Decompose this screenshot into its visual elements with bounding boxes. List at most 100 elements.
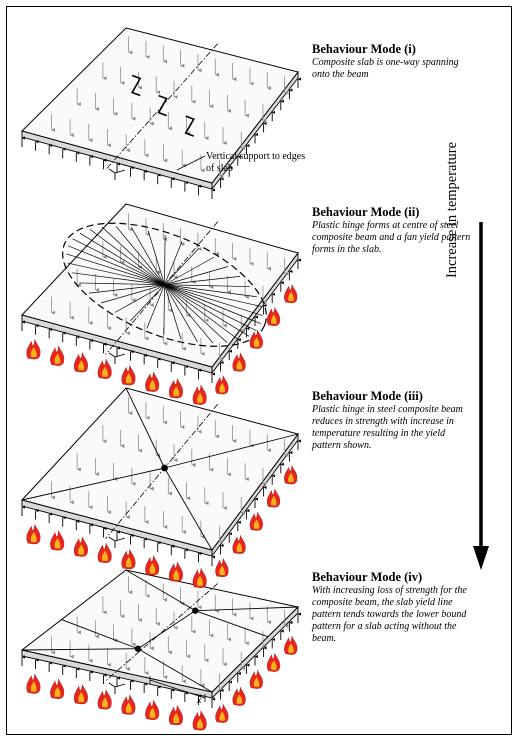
fire-icon bbox=[168, 561, 183, 582]
fan-yield-line bbox=[89, 228, 165, 286]
slab-mode-4 bbox=[20, 569, 302, 708]
slab-1-top-surface bbox=[21, 27, 299, 184]
mode-1-title: Behaviour Mode (i) bbox=[312, 42, 416, 56]
plastic-hinge-point bbox=[161, 464, 168, 472]
fan-yield-line bbox=[131, 227, 165, 285]
mode-4-title: Behaviour Mode (iv) bbox=[312, 570, 423, 584]
fire-icon bbox=[284, 465, 298, 485]
fire-icon bbox=[145, 700, 160, 720]
fire-icon bbox=[192, 710, 207, 731]
plastic-hinge-point bbox=[134, 645, 142, 652]
fire-icon bbox=[215, 558, 229, 578]
mode-4-block: Behaviour Mode (iv) With increasing loss… bbox=[312, 570, 472, 645]
fire-icon bbox=[97, 358, 112, 379]
fan-yield-line bbox=[164, 284, 198, 343]
slab-3-support-arrows bbox=[21, 439, 302, 566]
fan-yield-line bbox=[79, 282, 165, 286]
fire-icon bbox=[232, 352, 246, 372]
fire-icon bbox=[249, 670, 263, 689]
one-way-span-mark bbox=[131, 74, 142, 97]
fire-icon bbox=[73, 352, 88, 373]
fan-yield-line bbox=[164, 284, 257, 298]
fan-yield-line bbox=[164, 284, 214, 344]
fan-yield-line bbox=[67, 262, 165, 286]
fire-icon bbox=[168, 705, 183, 726]
fire-icon bbox=[97, 689, 112, 710]
fan-yield-line bbox=[88, 284, 165, 294]
slab-4-top-surface bbox=[20, 569, 300, 693]
fire-icon bbox=[26, 339, 41, 360]
mode-2-description: Plastic hinge forms at centre of steel c… bbox=[312, 220, 471, 255]
fire-icon bbox=[232, 535, 246, 554]
fire-icon bbox=[121, 694, 136, 715]
fire-icon bbox=[145, 371, 160, 392]
fan-yield-line bbox=[164, 235, 166, 285]
yield-line bbox=[137, 610, 196, 650]
slab-2-load-arrows bbox=[51, 213, 289, 361]
yield-line bbox=[164, 433, 299, 469]
mode-2-block: Behaviour Mode (ii) Plastic hinge forms … bbox=[312, 205, 472, 256]
slab-4-yield-lines bbox=[21, 569, 299, 702]
slab-1-yield-lines bbox=[131, 74, 195, 137]
fan-yield-line bbox=[72, 272, 165, 286]
fire-icon bbox=[284, 284, 298, 304]
fire-icon bbox=[249, 512, 263, 531]
yield-line bbox=[195, 606, 299, 612]
yield-line bbox=[164, 467, 213, 551]
mode-3-title: Behaviour Mode (iii) bbox=[312, 389, 423, 403]
one-way-span-mark bbox=[157, 94, 168, 117]
slab-3-load-arrows bbox=[51, 397, 289, 544]
dimension-x-label: x bbox=[197, 695, 202, 706]
fire-icon bbox=[73, 536, 88, 557]
slab-4-beam-centreline bbox=[105, 583, 218, 682]
yield-line bbox=[21, 467, 165, 501]
one-way-span-mark bbox=[184, 115, 195, 137]
fan-yield-line bbox=[67, 245, 165, 286]
slab-1-support-arrows bbox=[21, 77, 302, 199]
fire-icon bbox=[249, 330, 263, 349]
slab-mode-3 bbox=[21, 387, 302, 566]
fan-yield-line bbox=[114, 284, 165, 313]
fire-icon bbox=[73, 684, 88, 705]
fire-icon bbox=[26, 673, 41, 694]
slab-mode-2 bbox=[21, 203, 302, 383]
fire-icon bbox=[192, 568, 207, 588]
fan-yield-line bbox=[100, 284, 165, 304]
yield-line bbox=[125, 569, 196, 612]
fire-icon bbox=[232, 687, 246, 706]
fan-yield-line bbox=[72, 238, 165, 286]
fan-yield-line bbox=[164, 266, 229, 286]
fire-icon bbox=[266, 307, 281, 326]
fan-yield-line bbox=[164, 284, 182, 340]
yield-line bbox=[195, 610, 269, 638]
mode-3-block: Behaviour Mode (iii) Plastic hinge in st… bbox=[312, 389, 472, 452]
fire-icon bbox=[26, 524, 41, 545]
fan-yield-line bbox=[164, 284, 262, 325]
fire-icon bbox=[121, 365, 136, 386]
fire-icon bbox=[215, 375, 229, 395]
slab-4-load-arrows bbox=[51, 576, 289, 692]
fire-icon bbox=[284, 636, 298, 655]
fan-yield-line bbox=[79, 232, 165, 286]
dimension-x-line bbox=[149, 676, 206, 702]
fan-yield-line bbox=[164, 284, 240, 341]
slab-4-support-arrows bbox=[21, 612, 302, 708]
yield-line bbox=[125, 387, 165, 469]
fan-yield-line bbox=[115, 226, 165, 285]
fire-icon bbox=[97, 543, 112, 563]
mode-2-title: Behaviour Mode (ii) bbox=[312, 205, 420, 219]
slab-4-beam-section bbox=[108, 682, 126, 694]
yield-line bbox=[21, 648, 138, 651]
fan-yield-line bbox=[164, 284, 257, 331]
fire-icon bbox=[50, 679, 65, 699]
slab-mode-1 bbox=[21, 27, 302, 199]
fire-icon bbox=[50, 530, 65, 551]
mode-3-description: Plastic hinge in steel composite beam re… bbox=[312, 404, 463, 451]
slab-2-yield-lines bbox=[62, 222, 267, 347]
fire-icon bbox=[145, 555, 160, 576]
slab-3-beam-section bbox=[108, 536, 126, 548]
fan-yield-line bbox=[163, 284, 165, 335]
fire-icon bbox=[266, 488, 281, 508]
fire-icon bbox=[168, 378, 183, 399]
